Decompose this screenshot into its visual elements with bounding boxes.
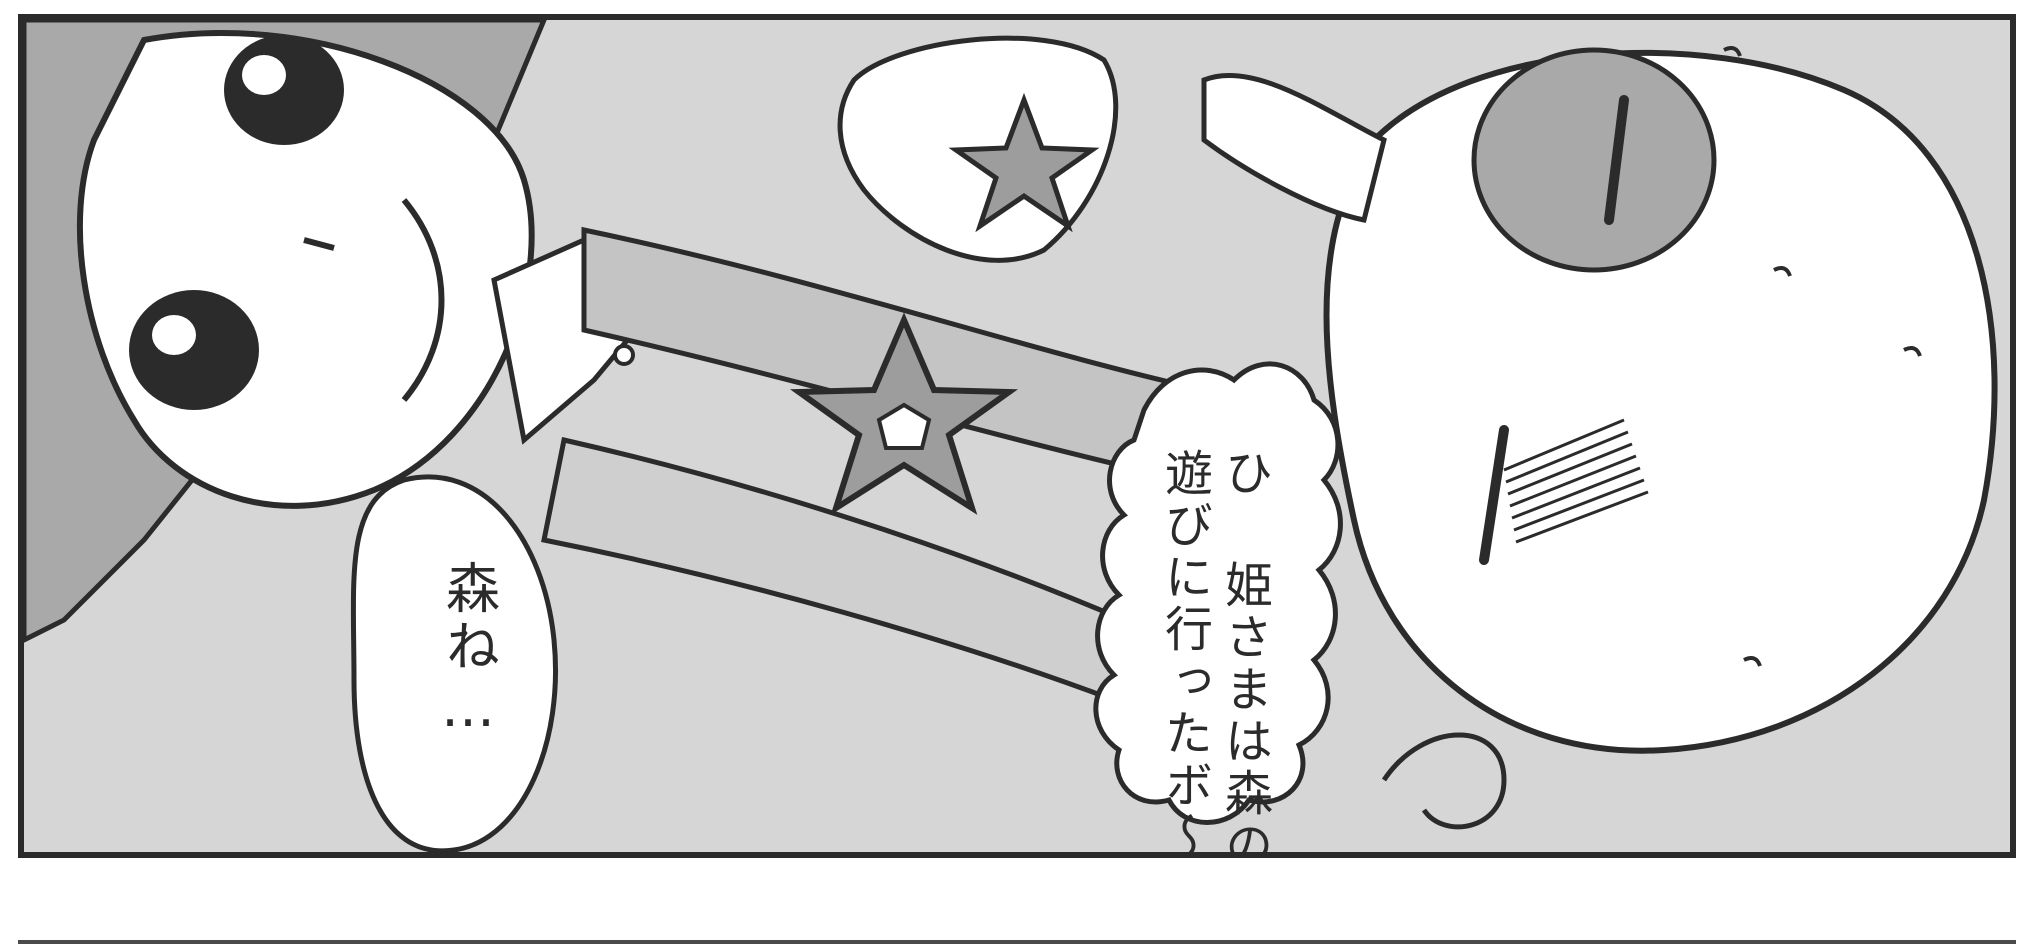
mascot-eye-line: [1604, 95, 1629, 225]
mascot-tail: [1381, 732, 1507, 830]
mascot-eye-closed: [1479, 425, 1509, 565]
speech-bubble-left: [350, 474, 558, 852]
panel-artwork: [24, 20, 2010, 852]
manga-panel: 森ね… ひ 姫さまは森の方に 遊びに行ったボ～: [18, 14, 2016, 858]
girl-nose: [303, 237, 335, 251]
sweat-drops: [1723, 46, 1922, 667]
collar-button: [613, 344, 635, 366]
mascot-ear: [1471, 47, 1717, 273]
held-star: [948, 92, 1100, 233]
mascot-head: [1323, 49, 1998, 754]
speech-text-right-line2: 遊びに行ったボ～: [1156, 448, 1212, 858]
next-panel-edge: [18, 940, 2016, 951]
girl-eye-upper: [224, 35, 344, 145]
mascot-blush: [1503, 418, 1649, 544]
mascot-arm: [1201, 73, 1387, 223]
speech-text-left: 森ね…: [436, 560, 500, 743]
girl-eye-lower-highlight: [152, 315, 196, 355]
speech-text-right-line1: ひ 姫さまは森の方に: [1216, 448, 1272, 858]
girl-smile: [401, 198, 445, 402]
speech-bubble-right: [1093, 361, 1343, 825]
star-brooch-center: [876, 402, 932, 450]
girl-eye-upper-highlight: [242, 55, 286, 95]
girl-eye-lower: [129, 290, 259, 410]
